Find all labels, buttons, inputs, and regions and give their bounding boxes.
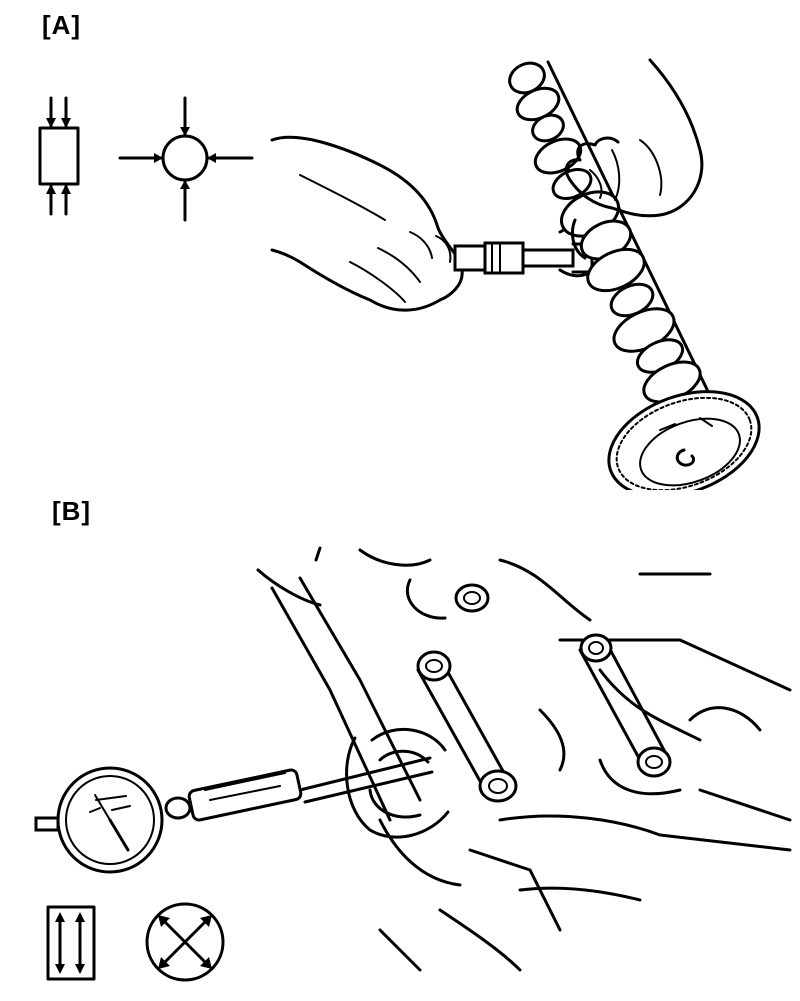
hand-left (270, 135, 464, 312)
hand-right (564, 58, 704, 260)
camshaft (508, 60, 761, 490)
bearing-cap-2 (578, 633, 672, 778)
measure-points-circle-icon (118, 96, 254, 222)
bearing-bore (345, 727, 450, 839)
bearing-cap-1 (416, 583, 518, 803)
camshaft-gear (607, 390, 761, 490)
section-label-b: [B] (52, 496, 92, 526)
engine-block (256, 546, 792, 972)
section-label-a: [A] (42, 10, 82, 40)
measure-points-rect-icon (38, 96, 80, 216)
dial-bore-gauge (34, 756, 434, 874)
measure-axes-rect-icon (46, 905, 96, 981)
micrometer (453, 224, 602, 278)
panel-a-camshaft-micrometer (38, 58, 761, 490)
panel-b-block-bore-gauge (34, 546, 792, 982)
measure-axes-circle-icon (145, 902, 225, 982)
